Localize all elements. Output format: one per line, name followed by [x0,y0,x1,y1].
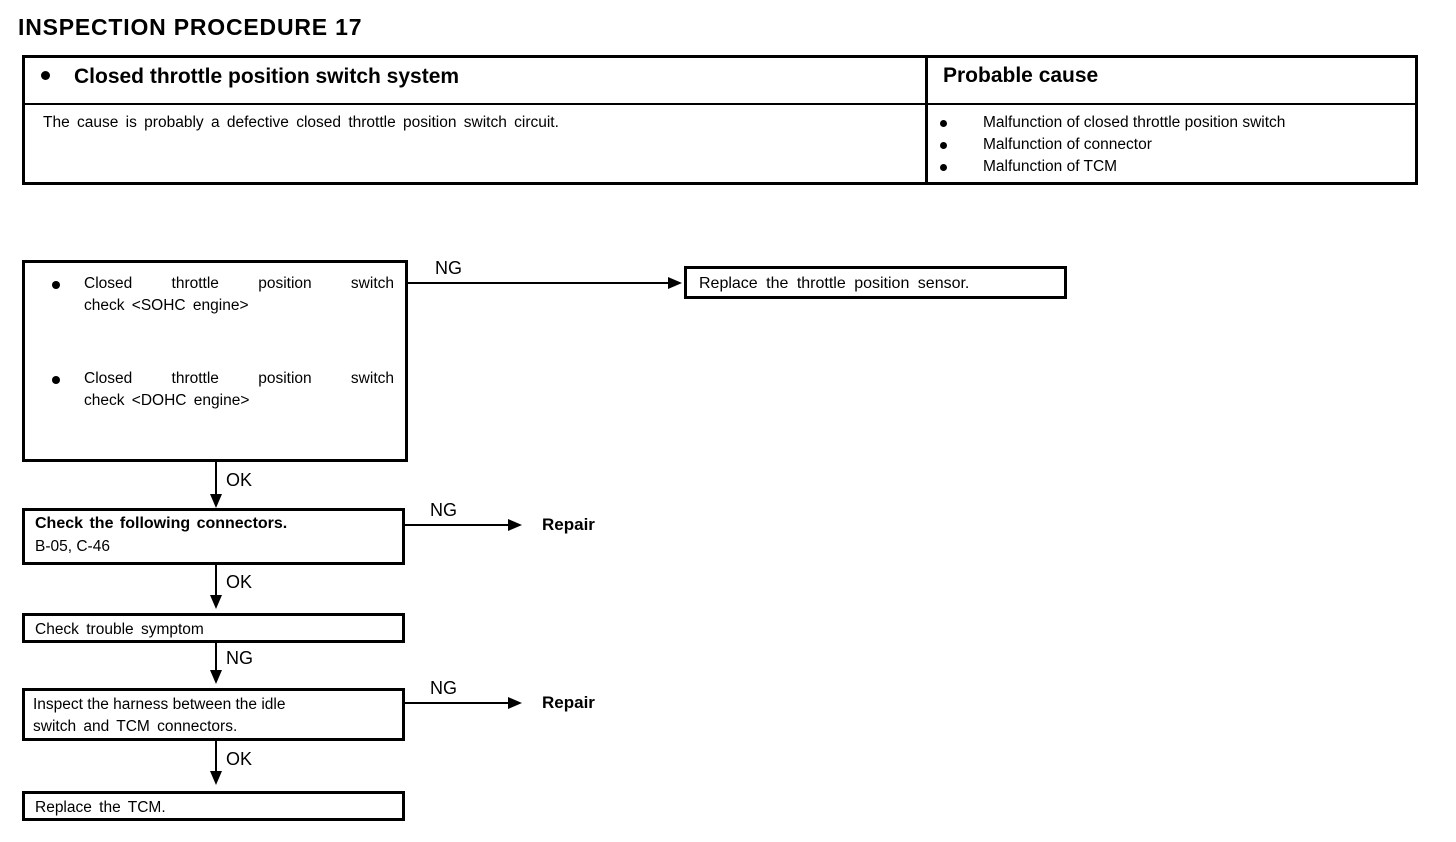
arrowhead-ok-to-symptom [210,595,222,609]
connector-line-ok-to-tcm [215,741,217,773]
flow-box-check-connectors: Check the following connectors. B-05, C-… [22,508,405,565]
flow-box-check-connectors-heading: Check the following connectors. [35,515,288,532]
check-item-sohc-line1: Closed throttle position switch [84,275,394,292]
list-item: Malfunction of closed throttle position … [937,112,1411,134]
arrowhead-ok-to-tcm [210,771,222,785]
header-table: Closed throttle position switch system P… [22,55,1418,185]
bullet-icon [41,71,50,81]
flow-box-switch-check: Closed throttle position switch check <S… [22,260,408,462]
check-item-dohc-line2: check <DOHC engine> [84,392,250,409]
flow-box-check-connectors-list: B-05, C-46 [35,538,110,555]
system-title-cell: Closed throttle position switch system [41,65,459,89]
edge-label-ng-sensor: NG [435,258,462,278]
cause-text: Malfunction of closed throttle position … [983,114,1286,131]
bullet-icon [940,164,947,171]
probable-cause-list: Malfunction of closed throttle position … [937,112,1411,178]
list-item: Malfunction of TCM [937,156,1411,178]
edge-label-ok-to-tcm: OK [226,749,253,769]
page-title: INSPECTION PROCEDURE 17 [18,14,363,40]
bullet-icon [940,120,947,127]
bullet-icon [940,142,947,149]
connector-line-ok-to-symptom [215,565,217,598]
flow-box-inspect-harness-line2: switch and TCM connectors. [33,718,238,735]
arrowhead-ng-to-harness [210,670,222,684]
flow-box-inspect-harness-line1: Inspect the harness between the idle [33,696,286,713]
edge-label-ng-connectors: NG [430,500,457,520]
arrowhead-ok-to-connectors [210,494,222,508]
cause-description: The cause is probably a defective closed… [43,114,559,131]
flow-box-replace-tcm: Replace the TCM. [22,791,405,821]
connector-line-ok-to-connectors [215,462,217,498]
check-item-sohc-line2: check <SOHC engine> [84,297,249,314]
edge-label-ok-to-connectors: OK [226,470,253,490]
edge-label-ok-to-symptom: OK [226,572,253,592]
connector-line-ng-connectors [405,524,510,526]
connector-line-ng-sensor [408,282,670,284]
arrowhead-ng-connectors [508,519,522,531]
flow-box-trouble-symptom: Check trouble symptom [22,613,405,643]
connector-line-ng-harness [405,702,510,704]
edge-label-ng-harness: NG [430,678,457,698]
bullet-icon [52,281,60,289]
cause-text: Malfunction of connector [983,136,1152,153]
repair-label-connectors: Repair [542,515,595,534]
arrowhead-ng-harness [508,697,522,709]
table-row-divider-right [928,103,1415,105]
probable-cause-title: Probable cause [943,64,1099,87]
edge-label-ng-to-harness: NG [226,648,253,668]
flow-box-replace-sensor-text: Replace the throttle position sensor. [699,275,970,292]
bullet-icon [52,376,60,384]
flow-box-replace-tcm-text: Replace the TCM. [35,799,166,816]
flow-box-trouble-symptom-text: Check trouble symptom [35,621,204,638]
check-item-dohc: Closed throttle position switch check <D… [39,368,395,412]
flow-box-replace-sensor: Replace the throttle position sensor. [684,266,1067,299]
check-item-dohc-line1: Closed throttle position switch [84,370,394,387]
table-column-divider [925,58,928,182]
flow-box-inspect-harness: Inspect the harness between the idle swi… [22,688,405,741]
cause-text: Malfunction of TCM [983,158,1118,175]
list-item: Malfunction of connector [937,134,1411,156]
arrowhead-ng-sensor [668,277,682,289]
system-title-text: Closed throttle position switch system [74,65,460,88]
table-row-divider-left [25,103,925,105]
connector-line-ng-to-harness [215,643,217,673]
repair-label-harness: Repair [542,693,595,712]
check-item-sohc: Closed throttle position switch check <S… [39,273,395,317]
